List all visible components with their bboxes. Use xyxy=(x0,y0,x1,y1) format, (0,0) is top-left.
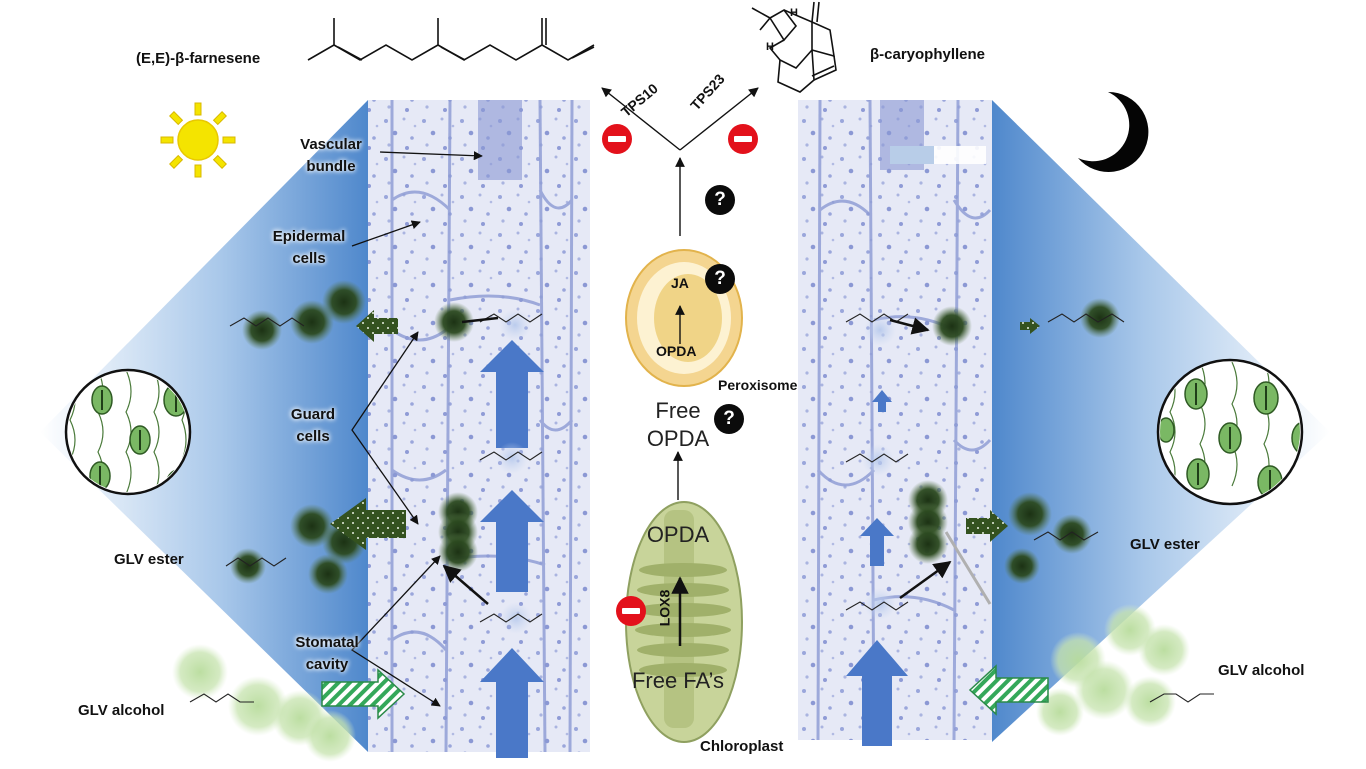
chloroplast-label: Chloroplast xyxy=(700,738,784,755)
glv-ester-blobs-left-upper xyxy=(242,280,474,350)
glv-alcohol-cloud-left xyxy=(172,644,356,762)
grey-guide-line xyxy=(944,531,992,605)
ja-label: JA xyxy=(671,275,689,291)
free-opda-line2: OPDA xyxy=(646,426,710,451)
moon-icon xyxy=(1078,91,1149,172)
tps-arrows xyxy=(601,87,759,500)
ester-efflux-arrows xyxy=(330,310,1040,550)
guard-cells-label: Guard cells xyxy=(290,406,336,445)
caryophyllene-structure xyxy=(751,1,837,93)
farnesene-label: (E,E)-β-farnesene xyxy=(136,50,261,67)
epidermal-cells-label: Epidermal cells xyxy=(272,228,346,267)
inhibition-icon-lox8 xyxy=(616,596,646,626)
glv-alcohol-right-label: GLV alcohol xyxy=(1218,662,1305,679)
question-icon-free-opda: ? xyxy=(714,404,744,434)
vascular-bundle-label: Vascular bundle xyxy=(300,136,362,175)
molecule-highlight-blobs xyxy=(496,309,896,634)
free-fas-label: Free FA’s xyxy=(631,668,725,693)
lox8-label: LOX8 xyxy=(656,589,673,627)
question-icon: ? xyxy=(705,185,735,215)
peroxisome-opda-label: OPDA xyxy=(656,343,697,359)
glv-ester-right-label: GLV ester xyxy=(1130,536,1200,553)
chloroplast xyxy=(625,501,743,743)
label-leader-arrows xyxy=(350,151,483,707)
upward-flux-arrows-right xyxy=(846,390,908,746)
transport-arrows xyxy=(442,316,952,605)
stomata-inset-icon-right xyxy=(1156,358,1304,506)
sun-icon xyxy=(160,102,236,178)
inhibition-icon xyxy=(602,124,632,154)
chloroplast-opda-label: OPDA xyxy=(646,522,710,547)
caryophyllene-label: β-caryophyllene xyxy=(870,46,986,63)
glv-alcohol-cloud-right xyxy=(1036,604,1190,736)
left-tissue-panel xyxy=(368,99,590,753)
h-atom-2: H xyxy=(790,7,798,19)
question-icon-ja: ? xyxy=(705,264,735,294)
inhibition-icon-2 xyxy=(728,124,758,154)
glv-alcohol-left-label: GLV alcohol xyxy=(78,702,165,719)
left-light-wedge xyxy=(40,100,368,752)
glv-ester-blobs-right xyxy=(908,298,1120,584)
glv-ester-left-label: GLV ester xyxy=(114,551,184,568)
stomatal-cavity-label: Stomatal cavity xyxy=(295,634,359,673)
free-opda-line1: Free xyxy=(655,398,701,423)
glv-ester-blobs-left-lower xyxy=(230,492,478,594)
right-tissue-panel xyxy=(798,99,992,741)
h-atom-1: H xyxy=(766,41,774,53)
small-molecule-structures xyxy=(189,313,1214,703)
farnesene-structure xyxy=(307,18,595,61)
peroxisome-label: Peroxisome xyxy=(718,377,798,393)
upward-flux-arrows-left xyxy=(480,340,544,758)
alcohol-influx-arrows xyxy=(321,664,1049,720)
